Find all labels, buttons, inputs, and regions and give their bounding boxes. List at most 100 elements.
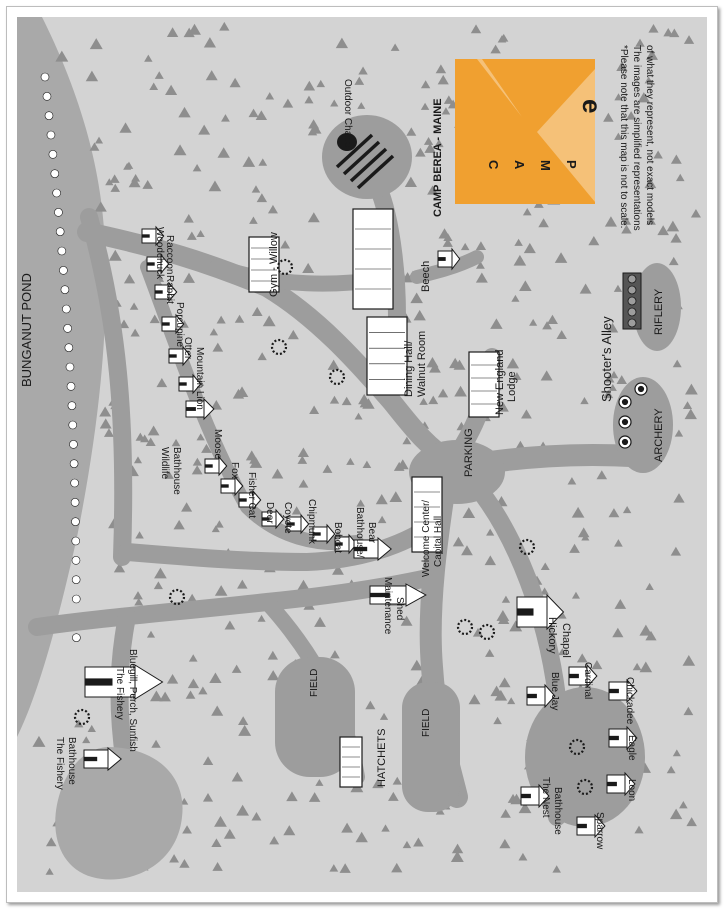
fire-circle-icon — [518, 538, 536, 556]
tree-icon — [231, 771, 244, 782]
label-walnut: Walnut Room — [416, 331, 428, 397]
cabin-blue-jay[interactable] — [526, 683, 556, 709]
tree-icon — [648, 23, 659, 33]
cabin-raccoon[interactable] — [146, 253, 170, 275]
bush-icon — [46, 130, 56, 140]
label-sparrow: Sparrow — [594, 812, 605, 850]
tree-icon — [359, 398, 371, 408]
tree-icon — [183, 214, 194, 223]
tree-icon — [402, 840, 412, 849]
tree-icon — [558, 648, 567, 656]
road-pond-shore — [80, 208, 133, 566]
tree-icon — [280, 240, 291, 249]
new-england-lodge[interactable] — [468, 351, 500, 418]
tree-icon — [82, 736, 91, 744]
fishery-bathhouse[interactable] — [83, 746, 122, 772]
tree-icon — [556, 330, 567, 340]
cabin-fisher-cat[interactable] — [238, 489, 262, 511]
label-new-england: New England — [494, 350, 506, 415]
the-fishery[interactable] — [84, 664, 164, 700]
cabin-sparrow[interactable] — [576, 813, 606, 839]
label-bobcat: Bobcat — [332, 522, 343, 553]
cabin-deer[interactable] — [261, 508, 285, 530]
tree-icon — [202, 756, 214, 766]
tree-icon — [214, 815, 227, 827]
tree-icon — [245, 450, 258, 461]
maintenance-shed[interactable] — [369, 583, 427, 607]
cabin-porcupine[interactable] — [161, 313, 185, 335]
tree-icon — [622, 505, 632, 514]
bunganut-pond — [17, 17, 106, 737]
tree-icon — [637, 92, 650, 103]
camp-map: C A M P e *Please note that this map is … — [17, 17, 707, 892]
tree-icon — [128, 177, 141, 188]
cabin-cardinal[interactable] — [568, 663, 598, 689]
tree-icon — [400, 615, 413, 626]
tree-icon — [427, 185, 438, 195]
tree-icon — [87, 724, 96, 732]
cabin-chickadee[interactable] — [608, 678, 638, 704]
tree-icon — [591, 659, 603, 670]
field-west — [275, 657, 355, 777]
the-nest-bathhouse[interactable] — [520, 783, 550, 809]
cabin-otter[interactable] — [168, 345, 192, 367]
road-main-north — [77, 222, 462, 472]
hickory-chapel[interactable] — [516, 593, 565, 631]
tree-icon — [235, 386, 249, 397]
cabin-loon[interactable] — [606, 771, 636, 797]
beech-cabin[interactable] — [437, 247, 461, 271]
cabin-chipmunk[interactable] — [312, 523, 336, 545]
tree-icon — [339, 863, 351, 873]
map-frame: C A M P e *Please note that this map is … — [6, 6, 718, 903]
welcome-center[interactable] — [411, 476, 443, 553]
cabin-mountain-lion[interactable] — [178, 373, 202, 395]
label-welcome2: Capital Hall — [433, 516, 444, 567]
wildlife-bathhouse[interactable] — [185, 397, 215, 421]
fire-circle-icon — [276, 258, 294, 276]
cabin-eagle[interactable] — [608, 725, 638, 751]
gym-willow[interactable] — [352, 208, 394, 310]
tree-icon — [540, 562, 550, 571]
dining-hall[interactable] — [366, 316, 408, 396]
tree-icon — [486, 528, 495, 536]
tree-icon — [314, 616, 326, 627]
tree-icon — [521, 409, 532, 419]
tree-icon — [329, 864, 339, 872]
label-nest1: The Nest — [540, 777, 551, 818]
disclaimer-line-2: The images are simplified representation… — [631, 45, 642, 231]
tree-icon — [419, 397, 428, 405]
label-chipmunk: Chipmunk — [306, 499, 317, 545]
cabin-rabbit[interactable] — [154, 281, 178, 303]
tree-icon — [179, 858, 190, 868]
cabin-fox[interactable] — [220, 475, 244, 497]
tree-icon — [196, 433, 205, 441]
tree-icon — [99, 406, 112, 417]
outdoor-chapel[interactable] — [335, 133, 395, 190]
tree-icon — [500, 808, 511, 818]
cabin-moose[interactable] — [204, 455, 228, 477]
cabin-woodchuck[interactable] — [141, 225, 165, 247]
label-fishery2: Bluegill, Perch, Sunfish — [127, 649, 138, 752]
tree-icon — [612, 627, 624, 638]
bush-icon — [68, 420, 78, 430]
tree-icon — [632, 662, 642, 671]
tree-icon — [626, 111, 637, 120]
tree-icon — [55, 50, 69, 62]
tree-icon — [634, 825, 644, 834]
tree-icon — [309, 405, 320, 414]
bush-icon — [63, 324, 72, 333]
cabin-bobcat[interactable] — [334, 533, 358, 555]
tree-icon — [256, 193, 268, 203]
tree-icon — [415, 147, 426, 157]
tree-icon — [497, 401, 509, 412]
bathhouse-bear[interactable] — [353, 536, 392, 562]
hatchets-targets[interactable] — [339, 736, 363, 788]
tree-icon — [94, 136, 104, 144]
disclaimer-line-1: *Please note that this map is not to sca… — [618, 45, 629, 228]
tree-icon — [392, 776, 402, 785]
tree-icon — [608, 508, 620, 518]
cabin-coyote[interactable] — [286, 513, 310, 535]
fire-circle-icon — [568, 738, 586, 756]
tree-icon — [452, 536, 465, 547]
tree-icon — [129, 302, 139, 310]
